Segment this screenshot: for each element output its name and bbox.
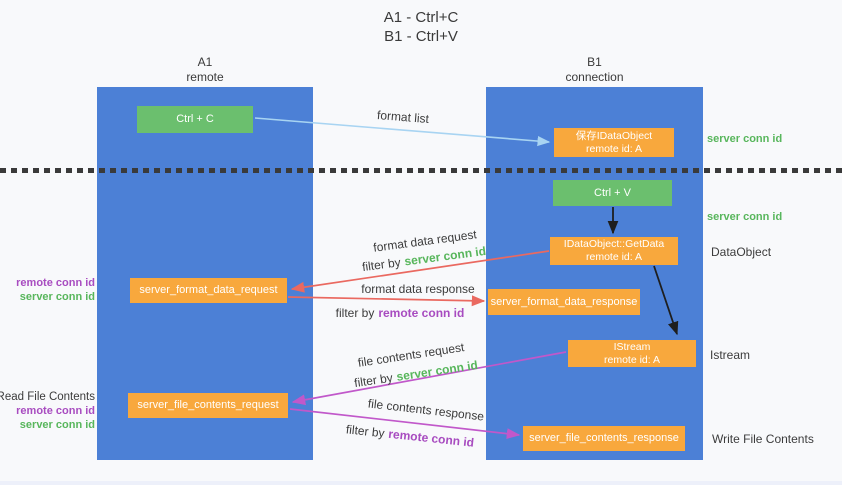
- dataobject-label: DataObject: [711, 245, 772, 259]
- diagram-title: A1 - Ctrl+C B1 - Ctrl+V: [0, 8, 842, 46]
- server-format-data-response-box: server_format_data_response: [488, 289, 640, 315]
- lifeline-b1-name: B1: [587, 55, 602, 69]
- title-line-2: B1 - Ctrl+V: [384, 28, 458, 45]
- file-request-conn-id-group: Read File Contents remote conn id server…: [0, 390, 95, 432]
- file-contents-response-label: file contents response: [367, 396, 485, 424]
- filter-by-text: filter by: [335, 306, 375, 320]
- idataobject-getdata-box: IDataObject::GetData remote id: A: [550, 237, 678, 265]
- ctrl-c-label: Ctrl + C: [176, 113, 214, 125]
- bottom-edge-strip: [0, 481, 842, 485]
- ctrl-v-box: Ctrl + V: [553, 180, 672, 206]
- getdata-line2: remote id: A: [585, 251, 643, 263]
- save-idataobject-box: 保存IDataObject remote id: A: [554, 128, 674, 157]
- server-file-contents-response-label: server_file_contents_response: [529, 432, 679, 444]
- server-conn-id-label: server conn id: [19, 419, 95, 431]
- getdata-line1: IDataObject::GetData: [563, 238, 665, 250]
- istream-box: IStream remote id: A: [568, 340, 696, 367]
- save-idataobject-line2: remote id: A: [585, 142, 643, 155]
- server-format-data-request-box: server_format_data_request: [130, 278, 287, 303]
- ctrl-c-box: Ctrl + C: [137, 106, 253, 133]
- save-idataobject-line1: 保存IDataObject: [575, 129, 653, 142]
- filter-by-text: filter by: [353, 370, 394, 391]
- read-file-contents-label: Read File Contents: [0, 391, 95, 403]
- istream-line2: remote id: A: [603, 353, 661, 366]
- filter-by-text: filter by: [345, 422, 386, 441]
- title-line-1: A1 - Ctrl+C: [383, 9, 459, 26]
- server-conn-id-label-top: server conn id: [707, 133, 783, 145]
- format-list-label: format list: [376, 107, 430, 127]
- server-conn-id-label-mid: server conn id: [707, 211, 783, 223]
- server-format-data-request-label: server_format_data_request: [139, 284, 278, 296]
- server-file-contents-request-label: server_file_contents_request: [137, 399, 279, 411]
- remote-conn-id-text: remote conn id: [378, 306, 465, 320]
- format-request-conn-id-group: remote conn id server conn id: [16, 276, 95, 304]
- istream-line1: IStream: [613, 340, 651, 353]
- server-file-contents-response-box: server_file_contents_response: [523, 426, 685, 451]
- format-data-response-label: format data response: [361, 282, 475, 296]
- filter-by-text: filter by: [361, 255, 402, 275]
- remote-conn-id-label: remote conn id: [16, 405, 95, 417]
- remote-conn-id-text: remote conn id: [387, 426, 475, 450]
- ctrl-v-label: Ctrl + V: [594, 186, 631, 199]
- machine-boundary-dotted-line: [0, 168, 842, 173]
- server-format-data-response-label: server_format_data_response: [490, 295, 638, 308]
- lifeline-header-b1: B1 connection: [486, 55, 703, 85]
- server-file-contents-request-box: server_file_contents_request: [128, 393, 288, 418]
- lifeline-a1-role: remote: [186, 70, 224, 84]
- lifeline-a1-name: A1: [197, 55, 213, 69]
- istream-side-label: Istream: [710, 348, 751, 362]
- write-file-contents-label: Write File Contents: [712, 432, 814, 446]
- lifeline-b1-role: connection: [565, 70, 624, 84]
- remote-conn-id-label: remote conn id: [16, 277, 95, 289]
- lifeline-header-a1: A1 remote: [97, 55, 313, 85]
- server-conn-id-label: server conn id: [19, 291, 95, 303]
- format-data-response-arrow: [287, 295, 486, 307]
